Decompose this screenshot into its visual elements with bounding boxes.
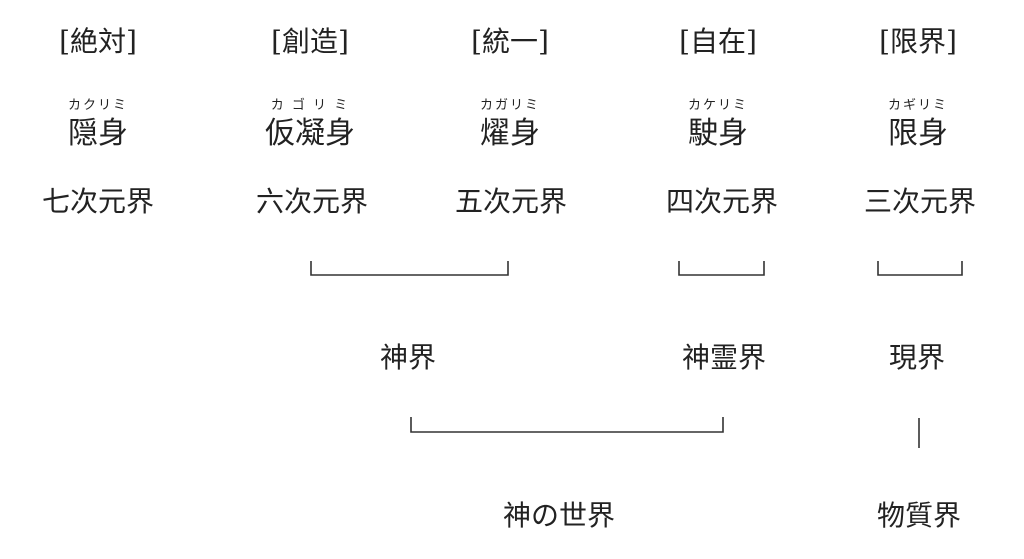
reading-kagarimi: カガリミ [479, 98, 541, 113]
dimension-5: 五次元界 [454, 185, 568, 218]
bracket-present-world [877, 261, 963, 276]
body-kakerimi: 駛身 [688, 116, 748, 151]
bracket-divine-spirit-world [678, 261, 765, 276]
bracket-divine-world [310, 261, 509, 276]
attribute-unity: [統一] [471, 25, 549, 58]
attribute-creation: [創造] [271, 25, 349, 58]
body-kakurimi: 隠身 [68, 116, 128, 151]
reading-kakurimi: カクリミ [67, 98, 129, 113]
dimension-6: 六次元界 [255, 185, 369, 218]
attribute-limit: [限界] [879, 25, 957, 58]
dimension-3: 三次元界 [863, 185, 977, 218]
body-kagorimi: 仮凝身 [265, 116, 355, 151]
dimension-4: 四次元界 [665, 185, 779, 218]
group-material-world: 物質界 [876, 499, 962, 532]
body-kagarimi: 燿身 [480, 116, 540, 151]
group-divine-spirit-world: 神霊界 [681, 341, 767, 374]
group-present-world: 現界 [888, 341, 946, 374]
bracket-world-of-gods [410, 417, 724, 433]
attribute-absolute: [絶対] [59, 25, 137, 58]
reading-kakerimi: カケリミ [687, 98, 749, 113]
body-kagirimi: 限身 [888, 116, 948, 151]
reading-kagirimi: カギリミ [887, 98, 949, 113]
reading-kagorimi: カ ゴ リ ミ [270, 98, 350, 113]
dimension-7: 七次元界 [41, 185, 155, 218]
group-divine-world: 神界 [379, 341, 437, 374]
group-world-of-gods: 神の世界 [502, 499, 616, 532]
attribute-freedom: [自在] [679, 25, 757, 58]
